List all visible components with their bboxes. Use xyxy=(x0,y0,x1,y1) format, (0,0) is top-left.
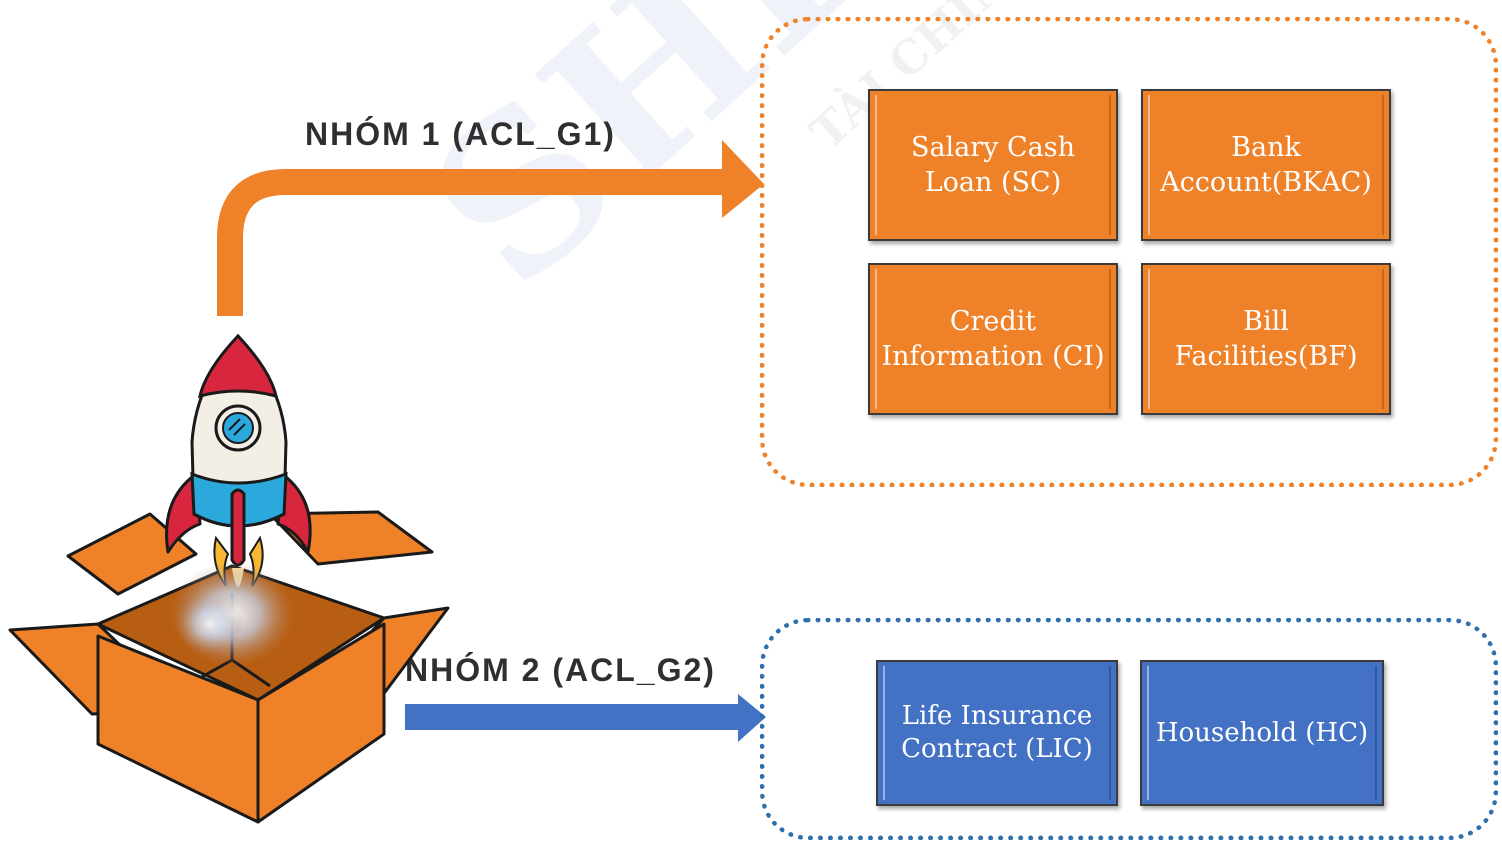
product-label: Life Insurance Contract (LIC) xyxy=(901,701,1093,764)
product-label: Credit Information (CI) xyxy=(881,306,1105,372)
group2-arrow-head xyxy=(738,694,766,742)
product-label: Bill Facilities(BF) xyxy=(1174,306,1358,372)
group1-container xyxy=(760,17,1498,487)
group2-label: NHÓM 2 (ACL_G2) xyxy=(405,652,716,688)
product-credit-information: Credit Information (CI) xyxy=(868,263,1118,415)
product-salary-cash-loan: Salary Cash Loan (SC) xyxy=(868,89,1118,241)
product-household: Household (HC) xyxy=(1140,660,1384,806)
group1-arrow-head xyxy=(722,140,764,218)
group2-arrow-shaft xyxy=(405,704,739,730)
product-bank-account: Bank Account(BKAC) xyxy=(1141,89,1391,241)
product-label: Salary Cash Loan (SC) xyxy=(910,132,1076,198)
rocket-launching-from-box-icon xyxy=(8,333,450,824)
product-label: Household (HC) xyxy=(1155,717,1369,748)
group2-container xyxy=(760,618,1498,840)
group1-arrow-shaft xyxy=(217,169,722,316)
group1-label: NHÓM 1 (ACL_G1) xyxy=(305,116,616,152)
product-bill-facilities: Bill Facilities(BF) xyxy=(1141,263,1391,415)
product-life-insurance-contract: Life Insurance Contract (LIC) xyxy=(876,660,1118,806)
product-label: Bank Account(BKAC) xyxy=(1160,132,1372,198)
